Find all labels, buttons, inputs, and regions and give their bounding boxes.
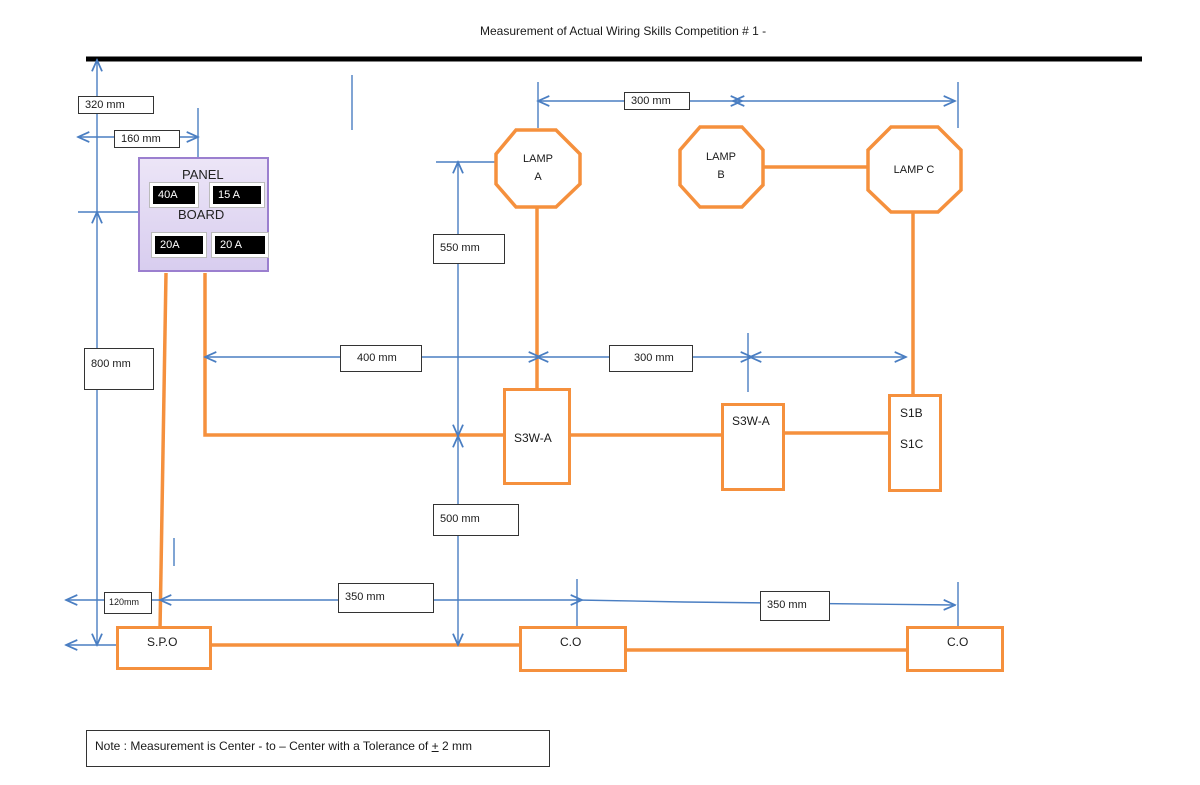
switch-s3w-a-2-label: S3W-A <box>732 414 770 428</box>
panel-label-bottom: BOARD <box>178 207 225 222</box>
lamp-a-shape <box>494 128 582 209</box>
breaker-15a: 15 A <box>209 182 265 208</box>
wire-panel-s3w <box>203 273 505 437</box>
dim-500: 500 mm <box>433 504 519 536</box>
breaker-20a-left: 20A <box>151 232 207 258</box>
dim-400: 400 mm <box>340 345 422 372</box>
switch-s3w-a-1-label: S3W-A <box>514 431 552 445</box>
dim-120: 120mm <box>104 592 152 614</box>
dim-800: 800 mm <box>84 348 154 390</box>
panel-board: PANEL BOARD 40A 15 A 20A 20 A <box>138 157 269 272</box>
dim-320: 320 mm <box>78 96 154 114</box>
breaker-20a-right: 20 A <box>211 232 269 258</box>
dim-300-mid: 300 mm <box>609 345 693 372</box>
dim-160: 160 mm <box>114 130 180 148</box>
note-prefix: Note : Measurement is Center - to – Cent… <box>95 739 432 753</box>
outlet-co-1: C.O <box>519 626 627 672</box>
note-suffix: 2 mm <box>438 739 472 753</box>
dim-300-top: 300 mm <box>624 92 690 110</box>
lamp-b-shape <box>678 125 765 209</box>
page-title: Measurement of Actual Wiring Skills Comp… <box>480 24 767 38</box>
outlet-spo-label: S.P.O <box>147 635 178 649</box>
note-plus-minus: + <box>431 739 439 753</box>
switch-s1c-label: S1C <box>900 437 924 451</box>
tolerance-note: Note : Measurement is Center - to – Cent… <box>86 730 550 767</box>
dim-550: 550 mm <box>433 234 505 264</box>
outlet-co-1-label: C.O <box>560 635 582 649</box>
panel-label-top: PANEL <box>182 167 224 182</box>
lamp-c-shape <box>866 125 963 214</box>
wiring <box>158 165 915 652</box>
wire-panel-spo <box>158 272 168 631</box>
outlet-co-2-label: C.O <box>947 635 969 649</box>
outlet-co-2: C.O <box>906 626 1004 672</box>
switch-s3w-a-2: S3W-A <box>721 403 785 491</box>
switch-s1: S1B S1C <box>888 394 942 492</box>
dim-350-left: 350 mm <box>338 583 434 613</box>
breaker-40a: 40A <box>149 182 199 208</box>
switch-s1b-label: S1B <box>900 406 923 420</box>
dim-350-right: 350 mm <box>760 591 830 621</box>
switch-s3w-a-1: S3W-A <box>503 388 571 485</box>
outlet-spo: S.P.O <box>116 626 212 670</box>
lamp-c-label: LAMP C <box>893 164 935 176</box>
